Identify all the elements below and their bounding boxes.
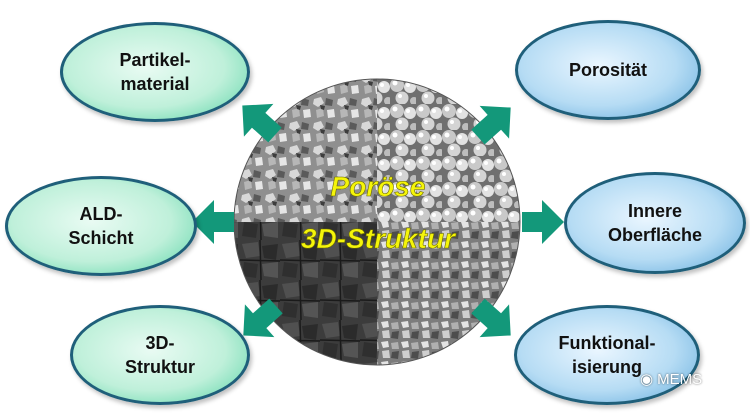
node-innere-oberflaeche-label: Innere Oberfläche [607, 201, 703, 245]
node-3d-struktur-label: 3D- Struktur [124, 333, 195, 377]
node-ald-schicht: ALD- Schicht [5, 176, 197, 276]
wechat-icon: ◉ [640, 371, 654, 388]
node-funktionalisierung-label: Funktional- isierung [558, 333, 656, 377]
arrow-to-innere-oberflaeche [522, 200, 564, 244]
watermark-text: MEMS [657, 370, 703, 388]
arrow-to-funktionalisierung [471, 298, 511, 338]
watermark: ◉ MEMS [640, 370, 703, 389]
node-partikelmaterial-label: Partikel- material [119, 50, 191, 94]
arrow-to-porositaet [471, 105, 511, 145]
node-porositaet-label: Porosität [568, 60, 647, 80]
center-title-line1: Poröse [331, 171, 426, 202]
node-ald-schicht-label: ALD- Schicht [68, 204, 134, 248]
node-funktionalisierung: Funktional- isierung [514, 305, 700, 405]
arrow-to-ald-schicht [192, 200, 234, 244]
node-innere-oberflaeche: Innere Oberfläche [564, 172, 746, 274]
node-3d-struktur: 3D- Struktur [70, 305, 250, 405]
node-porositaet: Porosität [515, 20, 701, 120]
center-title-line2: 3D-Struktur [301, 223, 457, 254]
node-partikelmaterial: Partikel- material [60, 22, 250, 122]
arrow-to-partikelmaterial [242, 103, 282, 143]
arrow-to-3d-struktur [243, 298, 283, 338]
